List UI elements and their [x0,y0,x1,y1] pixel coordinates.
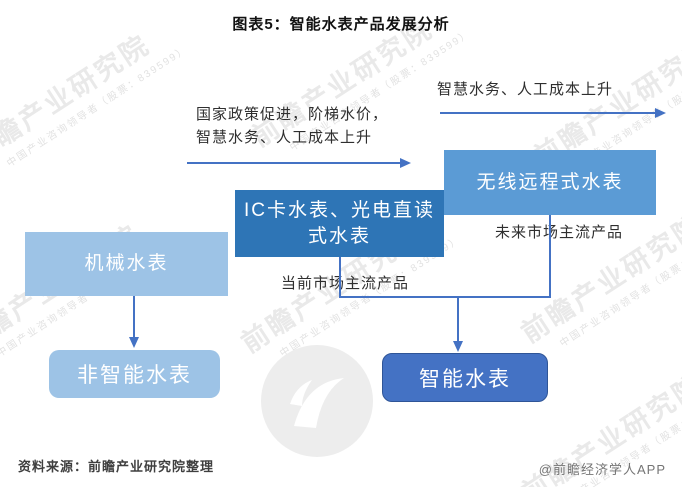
watermark-subtext: 中国产业咨询领导者（股票：839599） [558,224,682,350]
connector-line [457,297,459,341]
stage-box-ic-label: IC卡水表、光电直读 式水表 [244,198,435,250]
driver-label-mid: 国家政策促进，阶梯水价， 智慧水务、人工成本上升 [196,103,388,149]
caption-future-mainstream: 未来市场主流产品 [495,224,624,241]
connector-line [133,296,135,338]
connector-line [549,215,551,297]
down-arrow-icon [129,337,139,348]
credit-note: @前瞻经济学人APP [538,462,666,477]
page-title: 图表5：智能水表产品发展分析 [232,16,450,33]
stage-box-ic-label-line1: IC卡水表、光电直读 [243,199,435,221]
stage-box-mechanical-meter: 机械水表 [25,232,228,296]
stage-box-wireless-meter: 无线远程式水表 [444,150,656,215]
source-note: 资料来源：前瞻产业研究院整理 [18,459,215,474]
driver-label-top: 智慧水务、人工成本上升 [437,81,614,98]
right-arrow-icon [655,108,666,118]
arrow-line [440,112,656,114]
caption-current-mainstream: 当前市场主流产品 [281,275,410,292]
down-arrow-icon [453,341,463,352]
connector-line [339,257,341,297]
connector-line [339,296,551,298]
right-arrow-icon [400,158,411,168]
qianzhan-logo-watermark-icon [261,345,373,457]
driver-label-mid-line2: 智慧水务、人工成本上升 [196,129,373,146]
stage-box-ic-label-line2: 式水表 [307,225,371,247]
stage-box-ic-card-meter: IC卡水表、光电直读 式水表 [235,190,444,257]
driver-label-mid-line1: 国家政策促进，阶梯水价， [196,106,389,123]
outcome-box-smart-meter: 智能水表 [382,353,548,402]
watermark-subtext: 中国产业咨询领导者（股票：839599） [5,44,191,170]
arrow-line [187,162,401,164]
outcome-box-non-smart-meter: 非智能水表 [49,350,220,398]
